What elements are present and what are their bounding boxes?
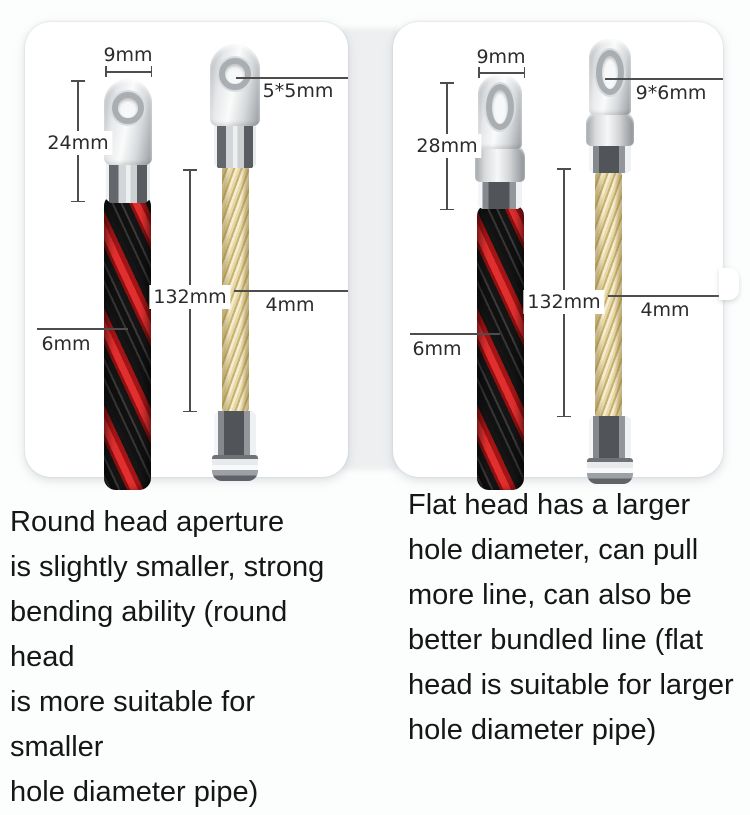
- bottom-ferrule: [587, 458, 633, 484]
- bottom-ferrule: [212, 455, 258, 481]
- description-line: hole diameter pipe): [10, 776, 259, 808]
- product-comparison-image: 9mm 24mm 5*5mm 132mm 6mm: [10, 22, 750, 808]
- description-line: Flat head has a larger: [408, 489, 691, 521]
- head-height-label: 28mm: [412, 134, 482, 158]
- cable-diameter-label: 6mm: [41, 333, 91, 355]
- bottom-hex-connector: [589, 416, 631, 460]
- description-line: Round head aperture: [10, 506, 285, 538]
- round-head: [210, 44, 260, 126]
- hex-nut: [478, 177, 522, 209]
- crimp-sleeve: [475, 144, 525, 182]
- oval-hole: [596, 50, 624, 95]
- description-line: better bundled line (flat: [408, 624, 704, 656]
- rope-diameter-label: 4mm: [640, 299, 690, 321]
- description-line: hole diameter, can pull: [408, 534, 699, 566]
- flat-head-description: Flat head has a larger hole diameter, ca…: [408, 483, 750, 753]
- hole-size-label: 5*5mm: [262, 80, 334, 102]
- panel-gap-shade: [341, 28, 399, 470]
- hole-size-label: 9*6mm: [635, 82, 707, 104]
- rope-length-label: 132mm: [523, 290, 605, 314]
- round-hole: [112, 92, 144, 124]
- round-head-description: Round head aperture is slightly smaller,…: [10, 500, 355, 815]
- rope-diameter-label: 4mm: [265, 294, 315, 316]
- description-line: is slightly smaller, strong: [10, 551, 325, 583]
- oval-hole: [486, 84, 514, 130]
- twisted-red-black-cable: [104, 194, 151, 490]
- cable-diameter-label: 6mm: [412, 338, 462, 360]
- hex-nut: [589, 142, 631, 173]
- bottom-hex-connector: [214, 411, 256, 458]
- flat-head: [478, 75, 522, 149]
- flat-head: [589, 39, 631, 115]
- description-line: hole diameter pipe): [408, 714, 657, 746]
- head-width-label: 9mm: [476, 46, 526, 68]
- description-line: more line, can also be: [408, 579, 692, 611]
- crimp-sleeve: [586, 111, 634, 146]
- round-head-panel: 9mm 24mm 5*5mm 132mm 6mm: [25, 22, 348, 490]
- description-line: head is suitable for larger: [408, 669, 734, 701]
- head-height-label: 24mm: [43, 131, 113, 155]
- hex-nut: [214, 121, 256, 168]
- description-line: bending ability (round head: [10, 596, 288, 673]
- round-head: [104, 79, 152, 165]
- round-hole: [219, 58, 251, 90]
- head-width-label: 9mm: [103, 44, 153, 66]
- rope-length-label: 132mm: [149, 285, 231, 309]
- twisted-red-black-cable: [477, 204, 524, 490]
- right-edge-tab: [719, 268, 739, 300]
- flat-head-panel: 9mm 28mm 9*6mm 132mm 6mm: [393, 22, 723, 490]
- description-line: is more suitable for smaller: [10, 686, 255, 763]
